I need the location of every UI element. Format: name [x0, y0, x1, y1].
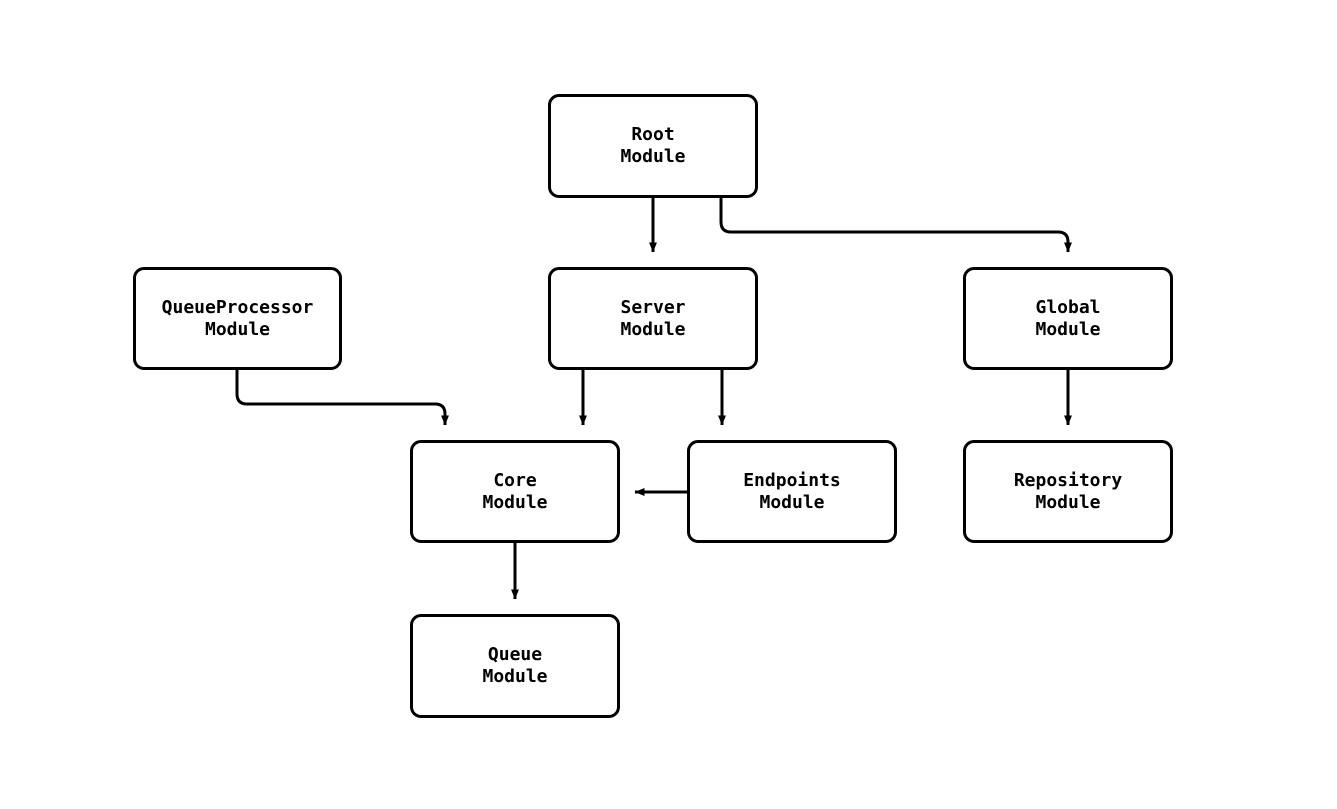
node-queue-module-suffix: Module	[482, 666, 548, 687]
node-queueprocessor-module-suffix: Module	[204, 318, 271, 340]
node-root-module[interactable]: Root Module	[548, 94, 758, 198]
node-core-module-name: Core	[493, 469, 537, 491]
node-root-module-suffix: Module	[620, 146, 686, 167]
node-queueprocessor-module-name: QueueProcessor	[161, 296, 314, 318]
node-repository-module-suffix: Module	[1035, 491, 1101, 513]
node-core-module[interactable]: Core Module	[410, 440, 620, 543]
node-global-module-suffix: Module	[1035, 318, 1101, 340]
node-root-module-name: Root	[631, 124, 675, 145]
node-queue-module[interactable]: Queue Module	[410, 614, 620, 718]
edge-queueprocessor-to-core	[235, 370, 449, 426]
node-queueprocessor-module[interactable]: QueueProcessor Module	[133, 267, 342, 370]
node-endpoints-module[interactable]: Endpoints Module	[687, 440, 897, 543]
node-server-module-suffix: Module	[620, 318, 686, 340]
node-global-module[interactable]: Global Module	[963, 267, 1173, 370]
node-endpoints-module-suffix: Module	[759, 491, 825, 513]
node-server-module-name: Server	[620, 296, 686, 318]
node-repository-module-name: Repository	[1013, 469, 1123, 491]
node-server-module[interactable]: Server Module	[548, 267, 758, 370]
node-repository-module[interactable]: Repository Module	[963, 440, 1173, 543]
node-core-module-suffix: Module	[482, 491, 548, 513]
node-global-module-name: Global	[1035, 296, 1101, 318]
edge-root-to-global	[719, 198, 1072, 253]
node-endpoints-module-name: Endpoints	[743, 469, 841, 491]
node-queue-module-name: Queue	[487, 644, 543, 665]
